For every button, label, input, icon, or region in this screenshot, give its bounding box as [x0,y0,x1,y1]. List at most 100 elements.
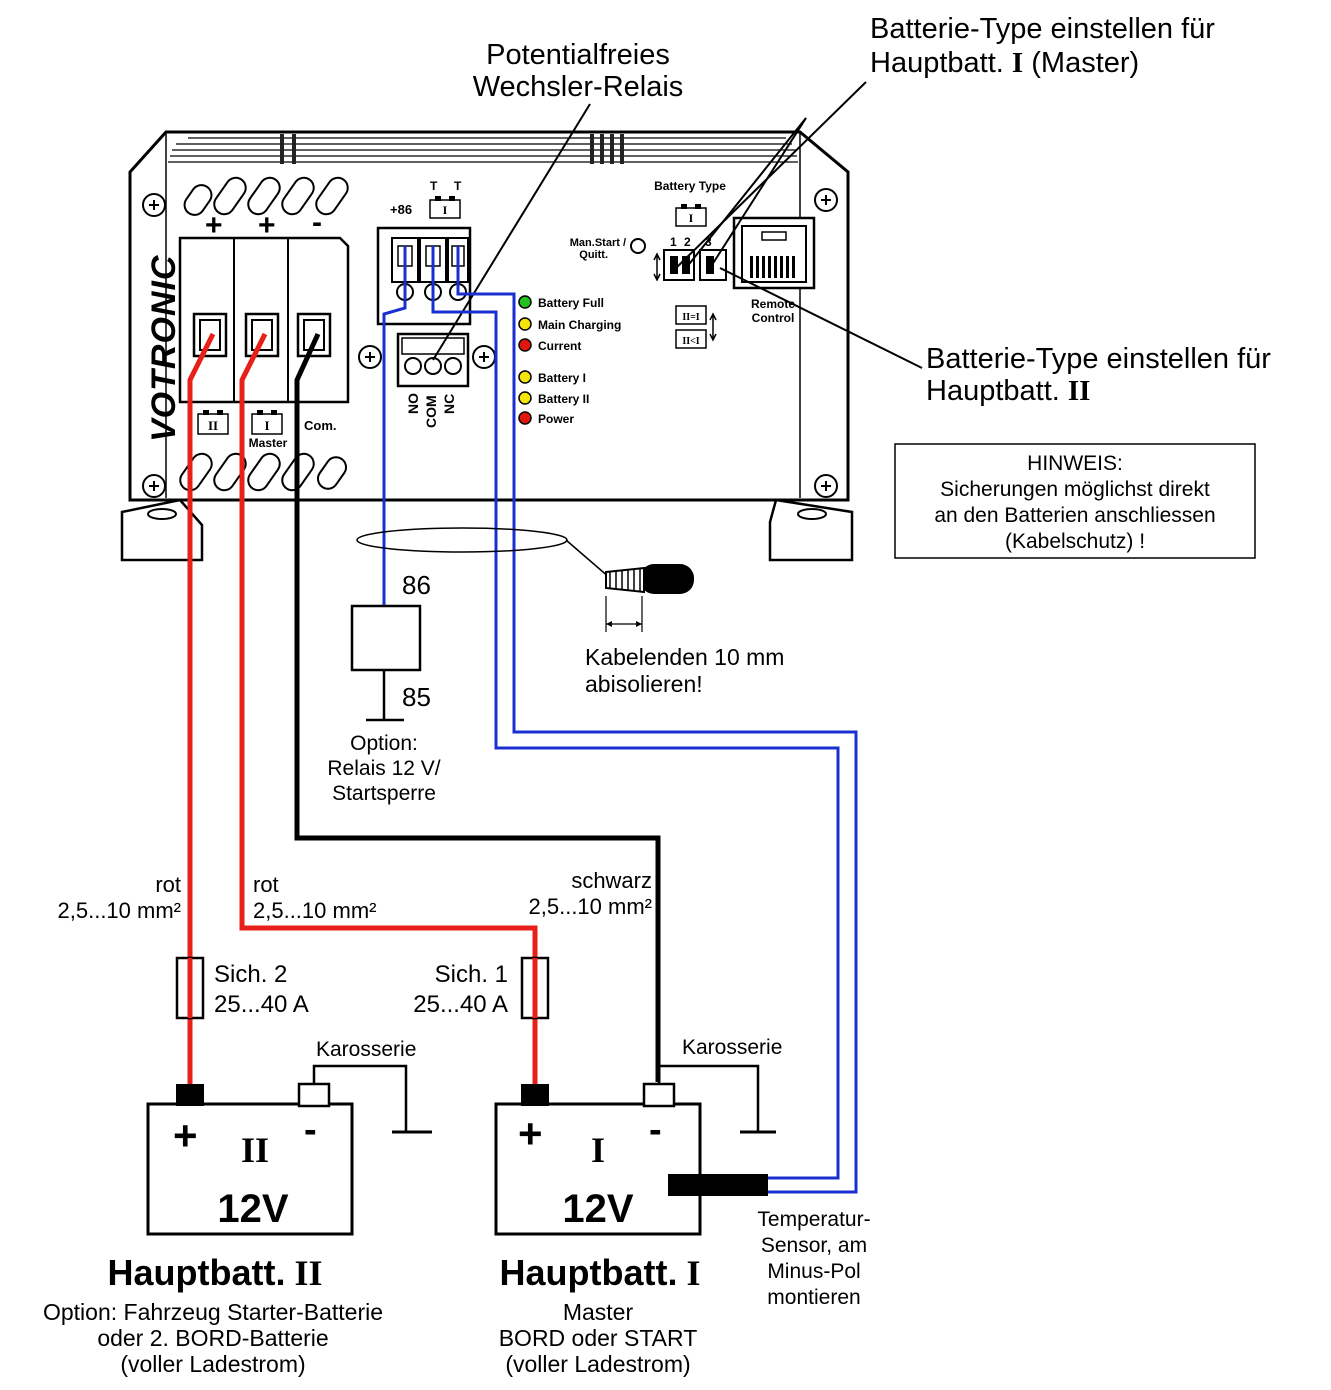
callout-relay: Potentialfreies Wechsler-Relais [432,39,684,361]
callout-type1-line1: Batterie-Type einstellen für [870,13,1215,45]
signal-terminal-block: +86 T T I [376,179,472,326]
quitt-label: Quitt. [579,249,608,261]
relay-option-line1: Option: [350,732,418,755]
battery-ii-desc1: Option: Fahrzeug Starter-Batterie [43,1299,383,1325]
ground-label-left: Karosserie [316,1038,416,1061]
strip-note-line1: Kabelenden 10 mm [585,644,784,670]
terminal-t-box: I [443,203,448,217]
reset-button[interactable] [630,238,646,254]
ground-label-right: Karosserie [682,1036,782,1059]
hint-title: HINWEIS: [1027,452,1123,475]
callout-relay-line1: Potentialfreies [486,39,670,71]
mounting-foot-left [120,498,204,562]
relay-pin-85: 85 [402,682,431,712]
terminal-t2-label: T [454,179,462,193]
screw-icon [814,188,838,212]
fuse2-name: Sich. 2 [214,961,287,988]
battery-i-voltage: 12V [562,1187,633,1231]
wire-label-red1-size: 2,5...10 mm² [58,898,181,923]
terminal-minus: - [312,206,322,239]
terminal-label-master: Master [249,436,288,450]
battery-ii-desc3: (voller Ladestrom) [120,1351,305,1377]
battery-i-desc1: Master [563,1299,634,1325]
svg-text:Main Charging: Main Charging [538,318,621,332]
led-power: Power [518,411,574,426]
relay-option-line2: Relais 12 V/ [327,757,440,780]
sensor-line1: Temperatur- [757,1208,870,1231]
relay-no-label: NO [405,393,421,414]
control-label: Control [752,311,795,325]
brand-logo: VOTRONIC [145,255,183,442]
terminal-label-com: Com. [304,418,337,433]
stripped-cable-icon [605,564,694,632]
led-battery-ii: Battery II [518,391,589,406]
callout-type2-prefix: Hauptbatt. [926,375,1060,407]
remote-control-port[interactable]: Remote Control [732,216,816,325]
battery-ii-roman: II [241,1130,269,1170]
led-current: Current [518,338,581,353]
battery-i-desc3: (voller Ladestrom) [505,1351,690,1377]
man-start-label: Man.Start / [570,237,626,249]
battery-i-roman: I [591,1130,605,1170]
screw-icon [358,345,382,369]
battery-i-plus: + [518,1110,543,1157]
screw-icon [142,474,166,498]
cable-bundle-icon [356,527,568,553]
callout-type1-prefix: Hauptbatt. [870,47,1004,79]
mode-symbol-2: II<I [682,336,699,347]
svg-text:Power: Power [538,412,574,426]
external-relay: 86 85 Option: Relais 12 V/ Startsperre [327,570,440,805]
vent-slots-bottom [179,452,348,492]
callout-relay-line2: Wechsler-Relais [473,71,684,103]
relay-nc-label: NC [441,394,457,414]
terminal-plus-ii: + [205,209,223,242]
screw-icon [472,345,496,369]
strip-note-line2: abisolieren! [585,671,703,697]
battery-ii-plus: + [173,1112,198,1159]
battery-i-desc2: BORD oder START [499,1325,698,1351]
fuse-1: Sich. 1 25...40 A [413,956,550,1020]
sensor-line2: Sensor, am [761,1234,867,1257]
terminal-t1-label: T [430,179,438,193]
dip-label-2: 2 [684,235,691,249]
battery-ii: Karosserie + - II 12V [146,1038,432,1236]
svg-text:Battery II: Battery II [538,392,589,406]
fuse1-rating: 25...40 A [413,991,508,1018]
relay-com-label: COM [423,395,439,428]
led-battery-i: Battery I [518,370,586,385]
svg-text:Hauptbatt. II: Hauptbatt. II [926,375,1090,407]
wire-label-red2-color: rot [253,872,279,897]
hint-line2: an den Batterien anschliessen [934,504,1215,527]
callout-type2-roman: II [1068,375,1091,407]
battery-ii-voltage: 12V [217,1187,288,1231]
hint-box: HINWEIS: Sicherungen möglichst direkt an… [894,443,1256,559]
mounting-foot-right [768,498,854,562]
wire-black-ground [294,332,661,1082]
led-panel: Battery Full Main Charging Current Batte… [518,295,621,426]
battery-i: Karosserie + - I 12V [494,1036,782,1236]
charger-device: VOTRONIC + + - II I Master Com. [120,130,854,562]
callout-battery-type-i: Batterie-Type einstellen für Hauptbatt. … [675,13,1215,269]
battery-ii-minus: - [304,1109,317,1151]
fuse1-name: Sich. 1 [435,961,508,988]
sensor-line3: Minus-Pol [767,1260,860,1283]
battery-type-label: Battery Type [654,179,726,193]
terminal-labels: II I Master Com. [197,410,337,450]
relay-option-line3: Startsperre [332,782,436,805]
wire-blue-sensor [431,246,858,1194]
remote-label: Remote [751,297,795,311]
svg-text:Battery Full: Battery Full [538,296,604,310]
terminal-86-label: +86 [390,202,412,217]
callout-type1-suffix: (Master) [1031,47,1139,79]
wire-blue-relay [382,246,407,608]
relay-pin-86: 86 [402,570,431,600]
screw-icon [142,193,166,217]
wire-red-battery-ii [187,332,216,1092]
terminal-plus-i: + [258,209,276,242]
battery-i-minus: - [649,1109,662,1151]
svg-text:Battery I: Battery I [538,371,586,385]
svg-text:Current: Current [538,339,581,353]
callout-type1-roman: I [1012,47,1023,79]
wire-label-red2-size: 2,5...10 mm² [253,898,376,923]
